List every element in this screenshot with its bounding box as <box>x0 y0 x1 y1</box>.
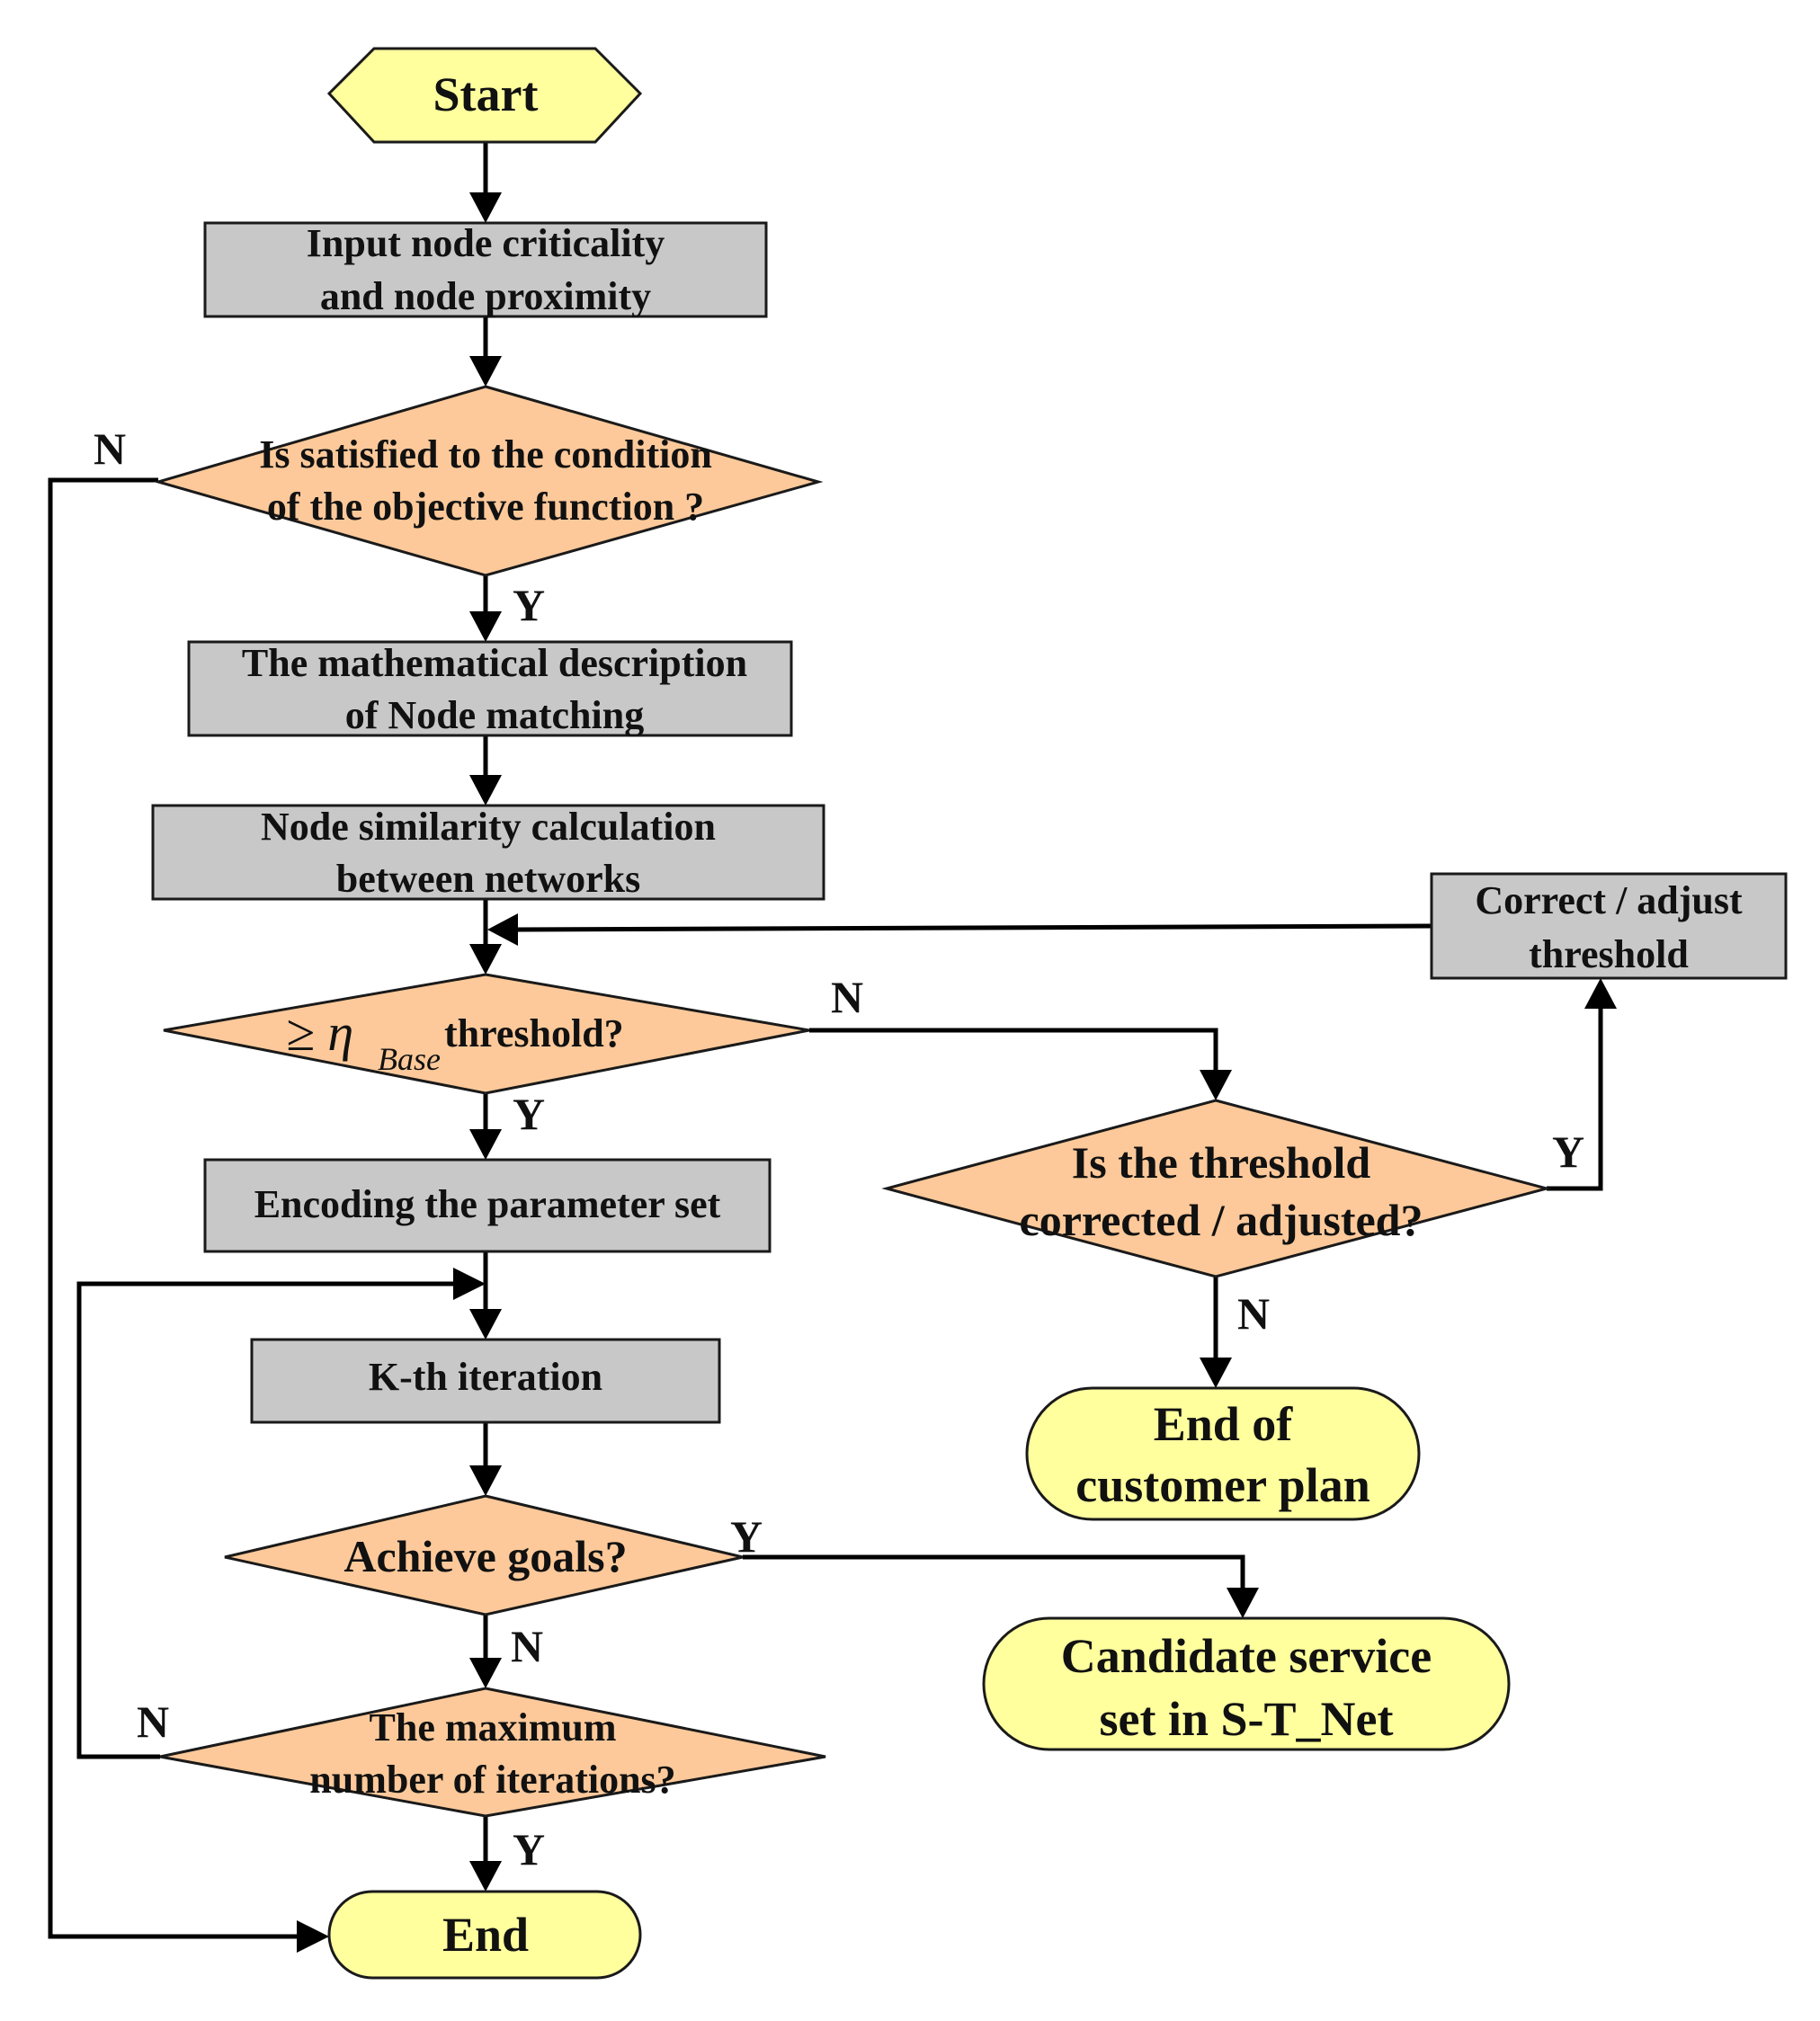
threshold-subscript: Base <box>378 1041 441 1077</box>
threshold-decision: ≥ η Base threshold? <box>163 973 810 1095</box>
goals-yes-label: Y <box>730 1511 763 1562</box>
arrow-head <box>469 1658 502 1688</box>
arrow-head <box>469 1861 502 1892</box>
end-of-plan-node: End of customer plan <box>1025 1386 1421 1521</box>
arrow-head <box>469 1129 502 1160</box>
cond-no-label: N <box>94 423 126 474</box>
threshold-corrected-line1: Is the threshold <box>1072 1137 1371 1188</box>
encode-label: Encoding the parameter set <box>254 1182 721 1226</box>
end-of-plan-line1: End of <box>1154 1397 1294 1451</box>
similarity-line2: between networks <box>336 857 641 901</box>
threshold-symbol: ≥ η <box>286 1003 353 1062</box>
threshold-text: threshold? <box>444 1011 624 1055</box>
edge-goals-candidate <box>743 1554 1245 1588</box>
arrow-head <box>297 1920 329 1953</box>
end-of-plan-line2: customer plan <box>1075 1458 1370 1512</box>
arrow-head <box>469 1309 502 1340</box>
goals-label: Achieve goals? <box>343 1531 627 1581</box>
arrow-head <box>469 1465 502 1496</box>
cond-yes-label: Y <box>513 580 545 630</box>
similarity-node: Node similarity calculation between netw… <box>151 804 825 901</box>
maxiter-yes-label: Y <box>513 1824 545 1874</box>
start-shape <box>326 47 643 144</box>
encode-shape <box>203 1158 772 1253</box>
correct-threshold-line1: Correct / adjust <box>1475 878 1743 922</box>
math-description-shape <box>187 640 793 737</box>
goals-decision: Achieve goals? <box>224 1494 744 1616</box>
similarity-shape <box>151 804 825 901</box>
correct-threshold-line2: threshold <box>1529 932 1689 976</box>
threshold-no-label: N <box>831 972 863 1022</box>
similarity-line1: Node similarity calculation <box>261 805 716 849</box>
maxiter-no-label: N <box>137 1696 169 1747</box>
arrow-head <box>469 944 502 975</box>
arrow-head <box>1200 1358 1232 1388</box>
candidate-service-node: Candidate service set in S-T_Net <box>982 1616 1511 1751</box>
connectors <box>48 142 1617 1953</box>
arrow-head <box>487 913 518 946</box>
kth-iteration-shape <box>250 1338 721 1424</box>
encode-node: Encoding the parameter set <box>203 1158 772 1253</box>
corrected-no-label: N <box>1237 1288 1270 1339</box>
objective-condition-line1: Is satisfied to the condition <box>259 432 712 476</box>
arrow-head <box>469 192 502 223</box>
threshold-corrected-shape <box>881 1099 1552 1278</box>
correct-threshold-node: Correct / adjust threshold <box>1430 872 1788 980</box>
maxiter-shape <box>159 1687 826 1818</box>
goals-no-label: N <box>511 1621 543 1671</box>
edge-cond-end <box>48 477 297 1939</box>
edge-labels: N Y N Y Y N Y N N Y <box>94 423 1584 1874</box>
start-node: Start <box>326 47 643 144</box>
kth-iteration-label: K-th iteration <box>369 1355 602 1399</box>
arrow-head <box>469 775 502 806</box>
input-process-node: Input node criticality and node proximit… <box>203 221 768 318</box>
edge-threshold-corrected <box>809 1028 1218 1070</box>
arrow-head <box>1227 1588 1259 1618</box>
objective-condition-line2: of the objective function ? <box>267 485 704 529</box>
maxiter-decision: The maximum number of iterations? <box>159 1687 826 1818</box>
goals-shape <box>224 1494 744 1616</box>
threshold-yes-label: Y <box>513 1089 545 1139</box>
corrected-yes-label: Y <box>1552 1126 1584 1177</box>
end-node: End <box>327 1890 642 1980</box>
arrow-head <box>1200 1070 1232 1100</box>
math-description-node: The mathematical description of Node mat… <box>187 640 793 737</box>
arrow-head <box>469 356 502 387</box>
end-of-plan-shape <box>1025 1386 1421 1521</box>
maxiter-line2: number of iterations? <box>309 1758 675 1802</box>
start-label: Start <box>433 67 539 121</box>
input-line2: and node proximity <box>320 274 651 318</box>
candidate-service-line1: Candidate service <box>1061 1629 1432 1683</box>
input-process-shape <box>203 221 768 318</box>
end-shape <box>327 1890 642 1980</box>
math-description-line1: The mathematical description <box>242 641 747 685</box>
objective-condition-shape <box>153 385 824 577</box>
maxiter-line1: The maximum <box>370 1705 617 1749</box>
edge-correct-loopback <box>515 923 1432 932</box>
candidate-service-line2: set in S-T_Net <box>1100 1692 1394 1746</box>
correct-threshold-shape <box>1430 872 1788 980</box>
objective-condition-decision: Is satisfied to the condition of the obj… <box>153 385 824 577</box>
arrow-head <box>1584 978 1617 1009</box>
kth-iteration-node: K-th iteration <box>250 1338 721 1424</box>
math-description-line2: of Node matching <box>345 693 644 737</box>
arrow-head <box>469 611 502 642</box>
candidate-service-shape <box>982 1616 1511 1751</box>
arrow-head <box>453 1268 486 1300</box>
edge-maxiter-loopback <box>76 1281 453 1759</box>
threshold-corrected-line2: corrected / adjusted? <box>1020 1195 1423 1245</box>
threshold-corrected-decision: Is the threshold corrected / adjusted? <box>881 1099 1552 1278</box>
edge-corrected-correct <box>1547 1009 1603 1191</box>
threshold-shape <box>163 973 810 1095</box>
input-line1: Input node criticality <box>307 221 665 265</box>
end-label: End <box>442 1908 529 1962</box>
